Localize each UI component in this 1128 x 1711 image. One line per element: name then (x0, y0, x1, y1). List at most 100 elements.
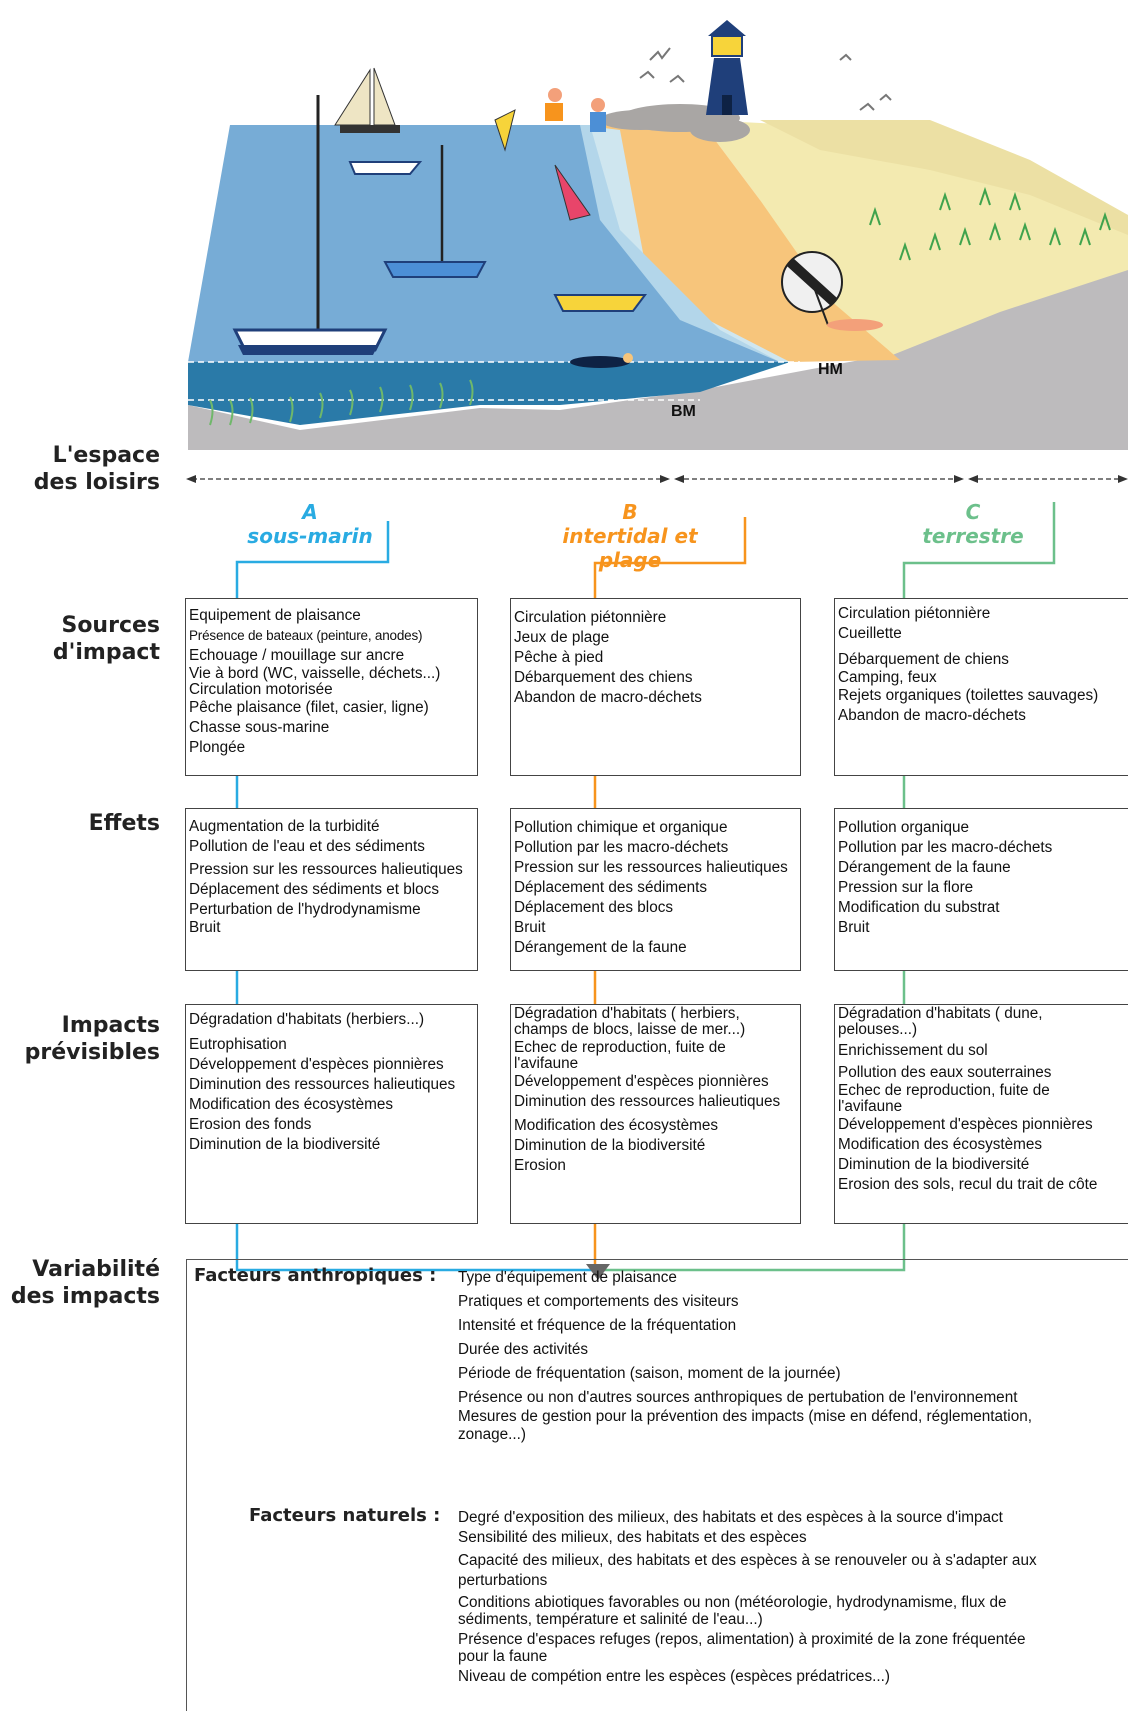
zone-extent-arrows (186, 475, 1128, 483)
list-item: Bruit (514, 919, 546, 936)
list-item: Pollution organique (838, 819, 969, 836)
list-item: Modification des écosystèmes (514, 1117, 719, 1134)
list-item: Abandon de macro-déchets (514, 689, 702, 706)
row-label-sources: Sources d'impact (53, 612, 160, 666)
list-item: Cueillette (838, 625, 902, 642)
list-item: Déplacement des sédiments (514, 879, 708, 896)
list-item: Pression sur les ressources halieutiques (514, 859, 788, 876)
list-item: Camping, feux (838, 669, 937, 686)
dune-grass (869, 186, 1111, 261)
list-item: Diminution des ressources halieutiques (514, 1093, 781, 1110)
row-label-espace: L'espace des loisirs (34, 442, 160, 496)
list-item: Développement d'espèces pionnières (838, 1116, 1093, 1133)
effets-box-c: Pollution organique Pollution par les ma… (834, 808, 1128, 971)
facteurs-anthropiques-list: Type d'équipement de plaisance Pratiques… (458, 1268, 1032, 1445)
list-item: Diminution de la biodiversité (838, 1156, 1030, 1173)
impacts-box-b: Dégradation d'habitats ( herbiers, champ… (510, 1004, 801, 1224)
sources-box-a: Equipement de plaisance Présence de bate… (185, 598, 478, 776)
down-arrow-icon (586, 1264, 610, 1280)
list-item: Pollution par les macro-déchets (838, 839, 1053, 856)
list-item: Présence de bateaux (peinture, anodes) (189, 628, 423, 643)
list-item: Type d'équipement de plaisance (458, 1269, 677, 1286)
impacts-box-c: Dégradation d'habitats ( dune, pelouses.… (834, 1004, 1128, 1224)
row-label-line: des loisirs (33, 470, 160, 495)
column-letter: B (622, 500, 638, 524)
list-item: Erosion (514, 1157, 566, 1174)
list-item: zonage...) (458, 1426, 527, 1443)
list-item: Diminution de la biodiversité (514, 1137, 706, 1154)
column-header-c: C terrestre (893, 500, 1053, 548)
row-label-line: prévisibles (24, 1040, 160, 1065)
list-item: Jeux de plage (514, 629, 610, 646)
list-item: Dégradation d'habitats ( dune, (838, 1005, 1043, 1022)
row-label-impacts: Impacts prévisibles (25, 1012, 160, 1066)
list-item: Sensibilité des milieux, des habitats et… (458, 1529, 807, 1546)
list-item: Dégradation d'habitats (herbiers...) (189, 1011, 425, 1028)
column-header-a: A sous-marin (230, 500, 390, 548)
list-item: Degré d'exposition des milieux, des habi… (458, 1509, 1003, 1526)
list-item: Pression sur les ressources halieutiques (189, 861, 463, 878)
list-item: Durée des activités (458, 1341, 589, 1358)
facteurs-naturels-label: Facteurs naturels : (249, 1505, 441, 1526)
list-item: Bruit (838, 919, 870, 936)
seabed-ground (188, 270, 1128, 450)
column-c-connector (598, 502, 1056, 1272)
list-item: Diminution de la biodiversité (189, 1136, 381, 1153)
column-a-connector (235, 521, 598, 1272)
sources-box-b: Circulation piétonnière Jeux de plage Pê… (510, 598, 801, 776)
column-letter: A (302, 500, 318, 524)
row-label-line: L'espace (52, 443, 160, 468)
list-item: pelouses...) (838, 1021, 918, 1038)
list-item: Intensité et fréquence de la fréquentati… (458, 1317, 737, 1334)
list-item: Dérangement de la faune (838, 859, 1011, 876)
list-item: Chasse sous-marine (189, 719, 330, 736)
list-item: Enrichissement du sol (838, 1042, 988, 1059)
impacts-box-a: Dégradation d'habitats (herbiers...) Eut… (185, 1004, 478, 1224)
row-label-line: des impacts (10, 1284, 160, 1309)
list-item: Pression sur la flore (838, 879, 974, 896)
list-item: Mesures de gestion pour la prévention de… (458, 1408, 1032, 1425)
list-item: Circulation motorisée (189, 681, 333, 698)
list-item: l'avifaune (838, 1098, 903, 1115)
list-item: Pollution chimique et organique (514, 819, 728, 836)
list-item: Echec de reproduction, fuite de (838, 1082, 1050, 1099)
seagull-icons (639, 47, 892, 111)
list-item: Eutrophisation (189, 1036, 287, 1053)
moored-sailboat-icon (383, 145, 487, 278)
list-item: Présence d'espaces refuges (repos, alime… (458, 1631, 1026, 1648)
column-name: sous-marin (247, 524, 373, 548)
list-item: Bruit (189, 919, 221, 936)
variabilite-box (186, 1259, 1128, 1711)
list-item: Echouage / mouillage sur ancre (189, 647, 405, 664)
beach-umbrella-icon (781, 251, 843, 326)
list-item: Pratiques et comportements des visiteurs (458, 1293, 739, 1310)
sources-box-c: Circulation piétonnière Cueillette Débar… (834, 598, 1128, 776)
facteurs-naturels-list: Degré d'exposition des milieux, des habi… (458, 1508, 1037, 1687)
facteurs-anthropiques-label: Facteurs anthropiques : (194, 1265, 437, 1286)
list-item: Circulation piétonnière (514, 609, 667, 626)
column-header-b: B intertidal et plage (530, 500, 730, 572)
motorboat-icon (553, 294, 647, 312)
people-on-rocks-icon (545, 88, 606, 132)
row-label-line: Effets (88, 811, 160, 836)
water-column (188, 362, 790, 425)
list-item: Conditions abiotiques favorables ou non … (458, 1594, 1007, 1611)
list-item: Modification des écosystèmes (189, 1096, 394, 1113)
list-item: Plongée (189, 739, 246, 756)
kitesurfer-icon (554, 164, 591, 221)
list-item: Période de fréquentation (saison, moment… (458, 1365, 841, 1382)
list-item: Diminution des ressources halieutiques (189, 1076, 456, 1093)
list-item: pour la faune (458, 1648, 548, 1665)
sunbather-icon (827, 319, 883, 331)
list-item: Pollution des eaux souterraines (838, 1064, 1052, 1081)
coastal-scene-illustration: HM BM (188, 20, 1128, 450)
list-item: Echec de reproduction, fuite de (514, 1039, 726, 1056)
list-item: Pêche plaisance (filet, casier, ligne) (189, 699, 429, 716)
list-item: Dérangement de la faune (514, 939, 687, 956)
list-item: Pêche à pied (514, 649, 604, 666)
row-label-line: d'impact (52, 640, 160, 665)
list-item: l'avifaune (514, 1055, 579, 1072)
list-item: sédiments, température et salinité de l'… (458, 1611, 763, 1628)
list-item: Abandon de macro-déchets (838, 707, 1026, 724)
